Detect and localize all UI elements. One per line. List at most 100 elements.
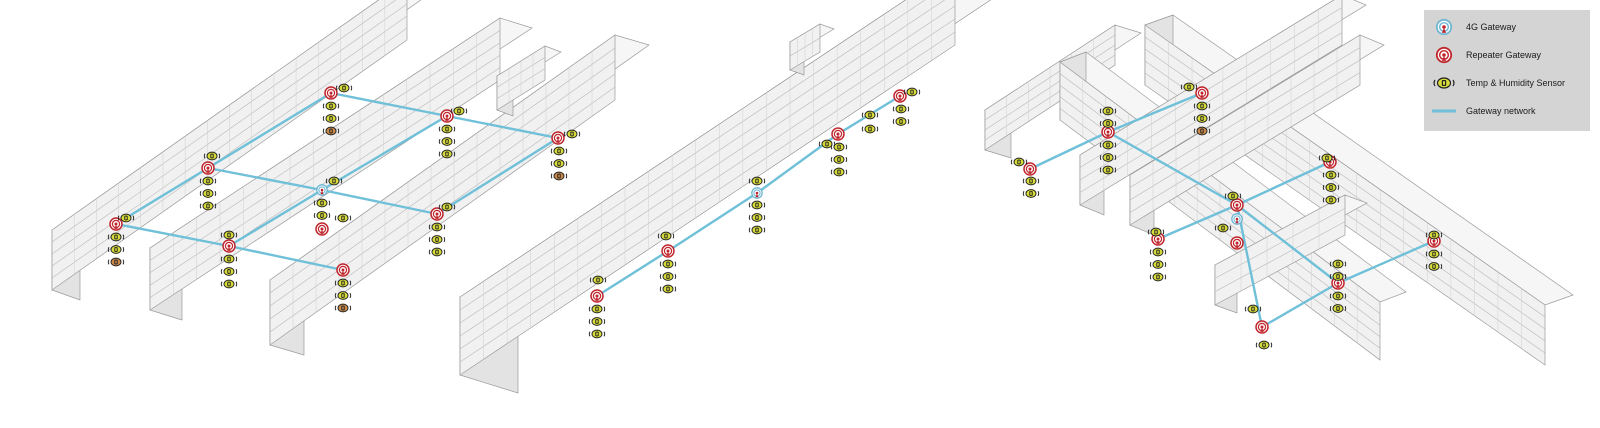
legend-label: Gateway network bbox=[1466, 106, 1536, 116]
gateway-4g-icon bbox=[316, 184, 328, 196]
building-west-annex bbox=[496, 45, 562, 117]
temp-humidity-sensor-icon bbox=[588, 329, 606, 339]
legend: 4G Gateway Repeater Gateway Temp & Humid… bbox=[1424, 10, 1590, 131]
repeater-gateway-icon bbox=[1023, 162, 1037, 176]
temp-humidity-sensor-icon bbox=[550, 146, 568, 156]
gateway-network-link bbox=[1235, 203, 1340, 285]
gateway-network-link bbox=[435, 136, 560, 216]
floor-line bbox=[459, 0, 946, 324]
floor-line bbox=[1214, 221, 1346, 292]
temp-humidity-sensor-icon bbox=[550, 159, 568, 168]
temp-humidity-sensor-icon bbox=[220, 267, 238, 276]
floor-line bbox=[459, 0, 926, 311]
gateway-network-link bbox=[1106, 130, 1239, 207]
gateway-network-link bbox=[227, 188, 324, 248]
temp-humidity-sensor-icon bbox=[861, 124, 879, 134]
temp-humidity-sensor-icon bbox=[438, 124, 456, 134]
repeater-gateway-icon bbox=[1230, 198, 1244, 212]
floor-line bbox=[149, 67, 501, 298]
floor-line bbox=[1214, 208, 1346, 279]
temp-humidity-sensor-icon bbox=[1255, 340, 1273, 350]
temp-humidity-sensor-icon bbox=[199, 189, 217, 198]
gateway-network-link bbox=[1156, 203, 1239, 241]
floor-line bbox=[269, 73, 616, 320]
floor-line bbox=[459, 18, 956, 350]
gateway-network-link bbox=[329, 91, 449, 118]
floor-line bbox=[459, 5, 956, 337]
temp-humidity-sensor-icon bbox=[438, 137, 456, 146]
temp-humidity-sensor-icon bbox=[1433, 77, 1455, 89]
temp-humidity-sensor-icon bbox=[428, 247, 446, 257]
temp-humidity-sensor-icon bbox=[1149, 272, 1167, 282]
temp-humidity-sensor-icon bbox=[1149, 247, 1167, 257]
temp-humidity-sensor-icon bbox=[748, 225, 766, 235]
gateway-network-link bbox=[1235, 160, 1332, 207]
gateway-network-link bbox=[445, 114, 560, 140]
floor-line bbox=[149, 54, 501, 286]
temp-humidity-sensor-icon bbox=[334, 303, 352, 313]
repeater-gateway-icon bbox=[430, 207, 444, 221]
building-east-e bbox=[1214, 194, 1368, 314]
gateway-network-link bbox=[1235, 203, 1264, 329]
building-blocks bbox=[51, 0, 1574, 394]
temp-humidity-sensor-icon bbox=[830, 167, 848, 177]
repeater-gateway-icon bbox=[109, 217, 123, 231]
repeater-gateway-icon bbox=[222, 239, 236, 253]
temp-humidity-sensor-icon bbox=[322, 114, 340, 123]
gateway-network-link bbox=[206, 166, 324, 192]
gateway-network-link bbox=[206, 91, 333, 170]
temp-humidity-sensor-icon bbox=[659, 284, 677, 294]
legend-label: Temp & Humidity Sensor bbox=[1466, 78, 1566, 88]
repeater-gateway-icon bbox=[1435, 46, 1453, 64]
repeater-gateway-icon bbox=[315, 222, 329, 236]
gateway-network-link bbox=[1028, 130, 1110, 171]
temp-humidity-sensor-icon bbox=[1022, 189, 1040, 198]
temp-humidity-sensor-icon bbox=[748, 200, 766, 210]
temp-humidity-sensor-icon bbox=[748, 213, 766, 222]
temp-humidity-sensor-icon bbox=[659, 272, 677, 281]
temp-humidity-sensor-icon bbox=[1010, 157, 1028, 167]
temp-humidity-sensor-icon bbox=[830, 155, 848, 164]
temp-humidity-sensor-icon bbox=[428, 235, 446, 244]
gateway-network-link bbox=[320, 188, 439, 216]
floor-line bbox=[459, 31, 956, 363]
building-west-c bbox=[269, 34, 650, 356]
gateway-network-link bbox=[1260, 281, 1340, 329]
temp-humidity-sensor-icon bbox=[588, 317, 606, 326]
repeater-gateway-icon bbox=[336, 263, 350, 277]
gateway-network-link bbox=[320, 114, 449, 192]
gateway-4g-icon bbox=[751, 187, 763, 199]
repeater-gateway-icon bbox=[590, 289, 604, 303]
gateway-network-link bbox=[114, 222, 231, 248]
floor-line bbox=[1079, 19, 1343, 181]
gateway-network-lines bbox=[114, 91, 1436, 329]
floor-line bbox=[269, 60, 616, 307]
building-west-b bbox=[149, 17, 533, 321]
floor-line bbox=[149, 30, 501, 261]
gateway-network-link bbox=[595, 249, 670, 298]
repeater-gateway-icon bbox=[1255, 320, 1269, 334]
temp-humidity-sensor-icon bbox=[322, 101, 340, 111]
legend-item-temp-humidity-sensor: Temp & Humidity Sensor bbox=[1432, 72, 1565, 94]
temp-humidity-sensor-icon bbox=[830, 142, 848, 152]
gateway-4g-icon bbox=[1435, 18, 1453, 36]
temp-humidity-sensor-icon bbox=[107, 257, 125, 267]
building-central-main bbox=[459, 0, 992, 394]
gateway-4g-icon bbox=[1231, 213, 1243, 225]
legend-item-repeater-gateway: Repeater Gateway bbox=[1432, 44, 1541, 66]
temp-humidity-sensor-icon bbox=[892, 104, 910, 114]
temp-humidity-sensor-icon bbox=[588, 304, 606, 314]
floor-line bbox=[149, 42, 501, 274]
legend-item-gateway-network: Gateway network bbox=[1432, 100, 1536, 122]
gateway-network-link bbox=[666, 191, 759, 253]
repeater-gateway-icon bbox=[551, 131, 565, 145]
gateway-network-link bbox=[1106, 91, 1204, 134]
gateway-network-link bbox=[114, 166, 210, 226]
repeater-gateway-icon bbox=[324, 86, 338, 100]
temp-humidity-sensor-icon bbox=[1149, 260, 1167, 269]
building-west-a bbox=[51, 0, 422, 301]
repeater-gateway-icon bbox=[831, 127, 845, 141]
legend-label: 4G Gateway bbox=[1466, 22, 1517, 32]
